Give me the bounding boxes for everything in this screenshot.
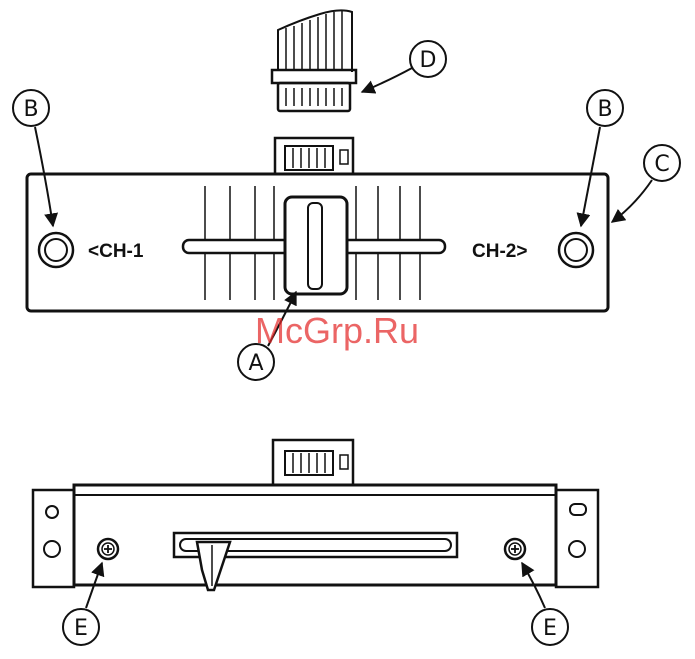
callout-d: D — [362, 41, 446, 92]
callout-b-left-label: B — [23, 97, 38, 122]
ch2-label: CH-2> — [472, 241, 527, 262]
callout-c-label: C — [654, 152, 669, 177]
callout-b-left: B — [13, 90, 53, 226]
callout-a-label: A — [248, 351, 263, 376]
callout-d-label: D — [420, 48, 437, 73]
screw-hole-b-left — [39, 233, 73, 267]
watermark: McGrp.Ru — [255, 310, 419, 351]
callout-e-left-label: E — [74, 616, 88, 641]
fader-lever-bottom — [197, 542, 230, 590]
screw-hole-b-right — [559, 233, 593, 267]
callout-e-right: E — [522, 563, 568, 645]
pcb-socket-top — [275, 138, 353, 174]
ribbon-connector-plug — [272, 70, 356, 111]
fader-chassis-bottom — [74, 485, 556, 585]
callout-e-left: E — [63, 563, 102, 645]
callout-b-right-label: B — [597, 97, 612, 122]
ch1-label: <CH-1 — [88, 241, 144, 262]
pcb-socket-bottom — [273, 440, 353, 485]
mounting-bracket-left — [33, 490, 74, 587]
screw-e-left — [98, 539, 118, 559]
fader-knob-a — [285, 197, 347, 294]
mounting-bracket-right — [556, 490, 598, 587]
screw-e-right — [505, 539, 525, 559]
callout-b-right: B — [581, 90, 623, 226]
callout-e-right-label: E — [543, 616, 557, 641]
callout-c: C — [612, 145, 680, 222]
ribbon-cable — [278, 10, 352, 72]
